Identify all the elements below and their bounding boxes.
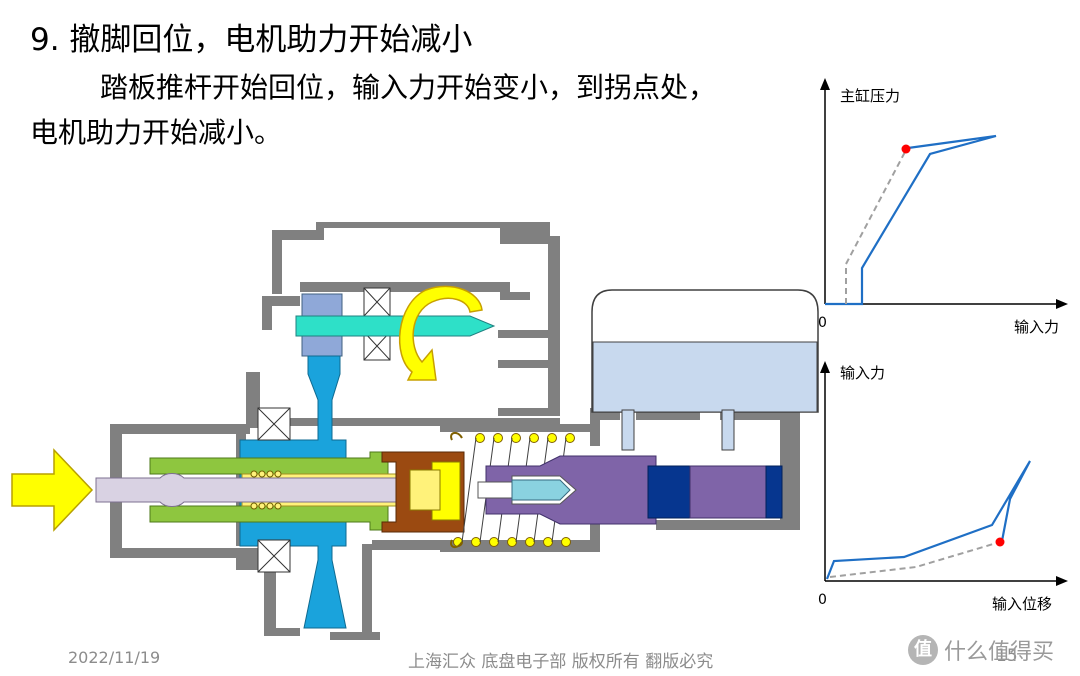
- body-text-line1: 踏板推杆开始回位，输入力开始变小，到拐点处，: [100, 71, 717, 104]
- body-text-line2: 电机助力开始减小。: [30, 116, 283, 149]
- slide-title: 9. 撤脚回位，电机助力开始减小: [30, 22, 473, 58]
- curve-dashed: [845, 149, 907, 304]
- curve-dashed-bottom: [829, 541, 1001, 578]
- knee-point-bottom: [995, 537, 1005, 547]
- footer-date: 2022/11/19: [68, 648, 161, 667]
- reservoir: [591, 289, 819, 451]
- housing: [110, 222, 800, 640]
- rotation-arrow: [399, 285, 483, 381]
- seal-secondary: [765, 465, 783, 519]
- graph-pressure-vs-force: 主缸压力 输入力 0: [818, 78, 1068, 336]
- graph-bottom-xlabel: 输入位移: [992, 595, 1052, 613]
- graph-bottom-origin: 0: [818, 592, 827, 608]
- curve-solid-bottom: [825, 460, 1031, 580]
- curve-solid: [825, 134, 997, 306]
- graph-top-origin: 0: [818, 315, 827, 331]
- spring-coil-tip: [450, 432, 463, 548]
- input-push-rod: [95, 473, 441, 507]
- page-number: 15: [996, 646, 1018, 666]
- master-piston-secondary: [689, 465, 767, 519]
- graph-top-xlabel: 输入力: [1014, 318, 1059, 336]
- seal-primary: [647, 465, 691, 519]
- knee-point-top: [901, 144, 911, 154]
- small-spring: [250, 470, 282, 510]
- graph-top-ylabel: 主缸压力: [840, 87, 900, 105]
- footer-copyright: 上海汇众 底盘电子部 版权所有 翻版必究: [408, 652, 714, 672]
- watermark-text: 什么值得买: [944, 640, 1055, 665]
- watermark: 值 什么值得买: [908, 634, 1054, 666]
- graph-force-vs-displacement: 输入力 输入位移 0: [818, 361, 1068, 613]
- input-force-arrow: [11, 448, 94, 532]
- watermark-logo-icon: 值: [908, 635, 938, 665]
- motor-shaft: [295, 315, 496, 337]
- graph-bottom-ylabel: 输入力: [840, 364, 885, 382]
- plunger-cap: [409, 469, 441, 511]
